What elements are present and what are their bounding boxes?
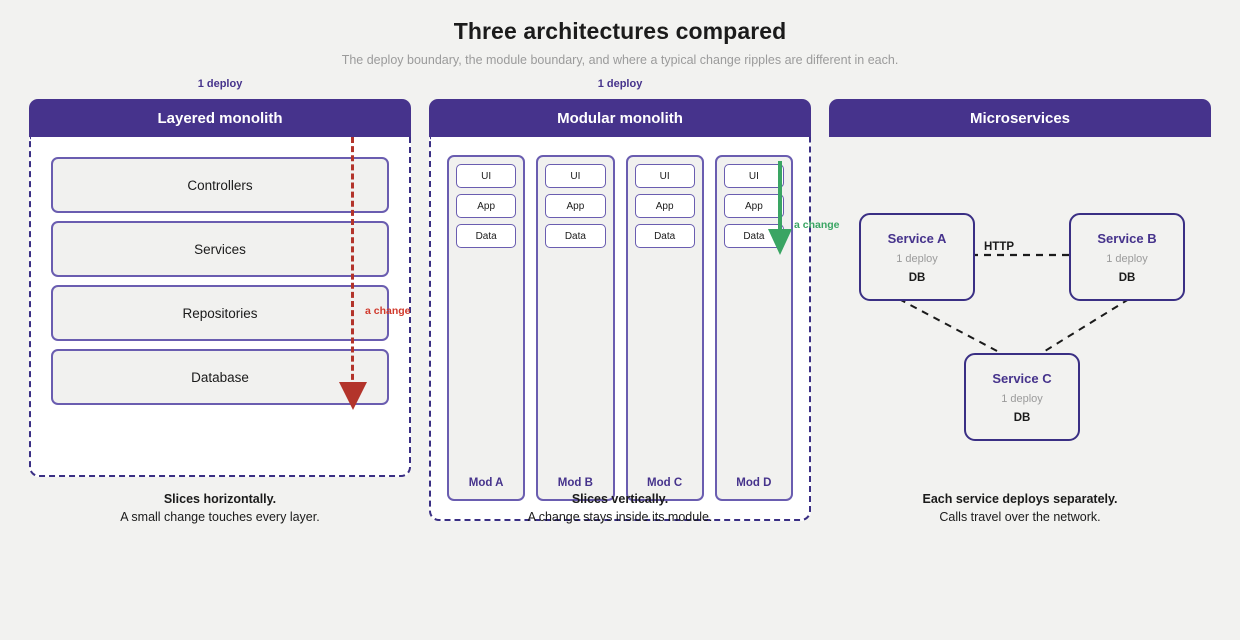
panel-layered-monolith: Layered monolith Controllers Services Re…: [29, 99, 411, 477]
module-cell-app: App: [723, 194, 784, 218]
edge-label-http: HTTP: [984, 241, 1015, 253]
service-db-a: DB: [908, 271, 926, 284]
module-cell-ui: UI: [456, 164, 517, 188]
microservices-canvas: HTTP Service A 1 deploy DB Service B 1 d…: [829, 137, 1211, 521]
module-label-c: Mod C: [647, 477, 683, 489]
service-edges: [898, 253, 1130, 352]
layer-box-database[interactable]: Database: [51, 349, 389, 405]
caption-modular-line1: Slices vertically.: [571, 492, 669, 506]
layer-box-repositories[interactable]: Repositories: [51, 285, 389, 341]
page-subtitle: The deploy boundary, the module boundary…: [341, 53, 899, 67]
layer-box-services[interactable]: Services: [51, 221, 389, 277]
panel-microservices: Microservices HTTP Service A 1 deploy DB…: [829, 99, 1211, 521]
edge-a-to-c: [898, 298, 998, 352]
edge-b-to-c: [1044, 298, 1130, 352]
service-deploy-a: 1 deploy: [896, 252, 938, 265]
module-cell-app: App: [545, 194, 606, 218]
layer-box-controllers[interactable]: Controllers: [51, 157, 389, 213]
caption-micro-line1: Each service deploys separately.: [922, 492, 1118, 506]
module-cell-ui: UI: [545, 164, 606, 188]
module-cell-data: Data: [545, 224, 606, 248]
module-cell-ui: UI: [723, 164, 784, 188]
module-change-arrowhead-icon: [768, 229, 792, 255]
service-name-b: Service B: [1097, 230, 1157, 246]
module-column-d[interactable]: UI App Data Mod D: [714, 155, 793, 501]
module-column-a[interactable]: UI App Data Mod A: [447, 155, 526, 501]
caption-microservices: Each service deploys separately. Calls t…: [829, 490, 1211, 526]
module-cell-app: App: [634, 194, 695, 218]
service-db-b: DB: [1118, 271, 1136, 284]
module-label-b: Mod B: [557, 477, 593, 489]
service-name-c: Service C: [992, 370, 1052, 386]
deploy-boundary-layered: Controllers Services Repositories Databa…: [29, 137, 411, 477]
service-deploy-b: 1 deploy: [1106, 252, 1148, 265]
module-cell-data: Data: [456, 224, 517, 248]
service-deploy-c: 1 deploy: [1001, 392, 1043, 405]
module-change-line: [778, 161, 782, 237]
caption-modular-line2: A change stays inside its module.: [527, 510, 713, 524]
module-cell-data: Data: [634, 224, 695, 248]
deploy-tag-modular: 1 deploy: [597, 78, 643, 90]
panel-title-modular: Modular monolith: [429, 99, 811, 137]
caption-modular: Slices vertically. A change stays inside…: [429, 490, 811, 526]
panel-title-layered: Layered monolith: [29, 99, 411, 137]
page-title: Three architectures compared: [453, 18, 787, 44]
change-ripple-line: [351, 137, 354, 389]
service-name-a: Service A: [887, 230, 947, 246]
change-ripple-label: a change: [365, 305, 411, 317]
deploy-tag-layered: 1 deploy: [197, 78, 243, 90]
module-change-label: a change: [794, 219, 840, 231]
service-box-b[interactable]: Service B 1 deploy DB: [1069, 213, 1185, 301]
module-column-c[interactable]: UI App Data Mod C: [625, 155, 704, 501]
change-ripple-arrowhead-icon: [339, 382, 367, 410]
service-box-c[interactable]: Service C 1 deploy DB: [964, 353, 1080, 441]
service-db-c: DB: [1013, 411, 1031, 424]
panel-title-microservices: Microservices: [829, 99, 1211, 137]
panel-modular-monolith: Modular monolith UI App Data Mod A UI Ap…: [429, 99, 840, 521]
modules-row: UI App Data Mod A UI App Data Mod B UI A…: [447, 155, 793, 501]
deploy-boundary-modular: UI App Data Mod A UI App Data Mod B UI A…: [429, 137, 840, 521]
module-label-a: Mod A: [468, 477, 504, 489]
module-column-b[interactable]: UI App Data Mod B: [536, 155, 615, 501]
caption-layered-line1: Slices horizontally.: [163, 492, 277, 506]
caption-micro-line2: Calls travel over the network.: [939, 510, 1101, 524]
module-label-d: Mod D: [736, 477, 772, 489]
service-box-a[interactable]: Service A 1 deploy DB: [859, 213, 975, 301]
module-cell-ui: UI: [634, 164, 695, 188]
caption-layered-line2: A small change touches every layer.: [120, 510, 320, 524]
module-cell-app: App: [456, 194, 517, 218]
caption-layered: Slices horizontally. A small change touc…: [29, 490, 411, 526]
